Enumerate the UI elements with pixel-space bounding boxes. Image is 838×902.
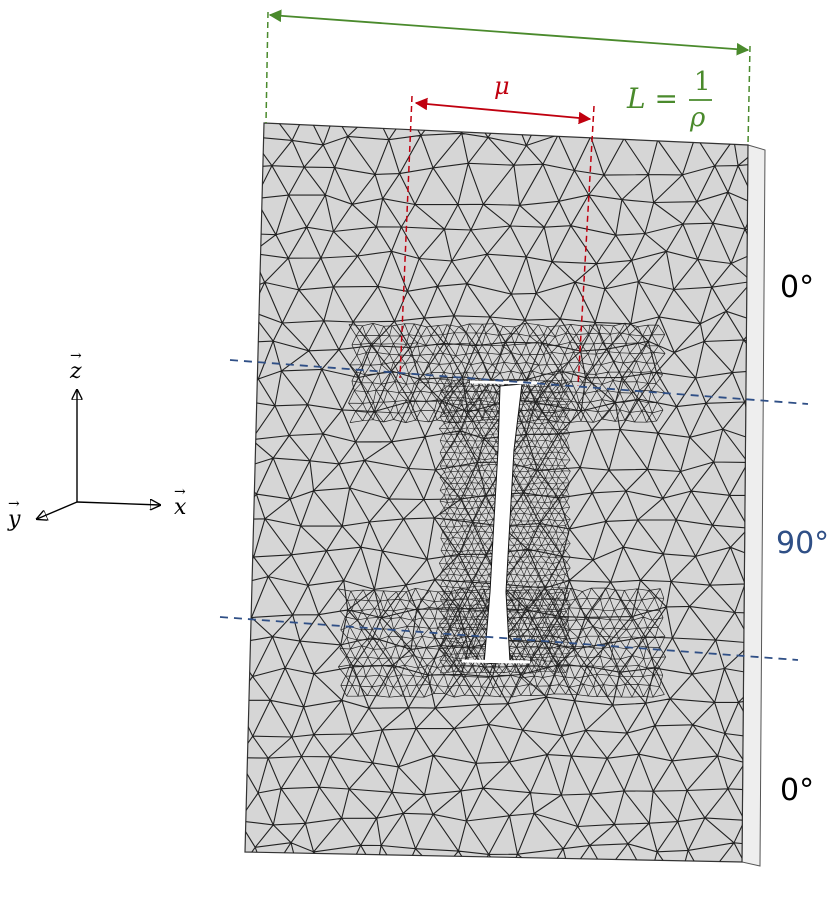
z-axis-vector-mark: → <box>70 348 82 364</box>
mu-left-extension <box>399 95 413 379</box>
x-axis-vector-mark: → <box>174 484 186 500</box>
ply-label-middle: 90° <box>776 526 829 561</box>
y-axis-label: y <box>7 507 21 532</box>
x-axis-label: x <box>174 495 187 520</box>
L-dimension-arrow <box>268 9 750 56</box>
y-axis-arrow <box>37 501 78 519</box>
coordinate-axes: z → x → y → <box>7 348 187 532</box>
L-equation: L = 1 ρ <box>626 67 712 133</box>
crack-bottom-delamination <box>461 659 531 664</box>
L-right-extension <box>747 45 751 146</box>
ply-label-bottom: 0° <box>780 773 814 808</box>
L-equation-denominator: ρ <box>689 103 706 133</box>
L-left-extension <box>265 11 269 124</box>
L-equation-numerator: 1 <box>694 67 711 97</box>
y-axis-vector-mark: → <box>8 496 20 512</box>
upper-interface-line <box>229 359 809 405</box>
mu-dimension-arrow <box>414 97 592 125</box>
x-axis-arrow <box>76 502 160 505</box>
mu-label: μ <box>494 72 510 100</box>
mu-right-extension <box>577 105 595 387</box>
ply-label-top: 0° <box>780 270 814 305</box>
z-axis-label: z <box>69 359 82 384</box>
L-equation-lhs: L = <box>626 82 678 115</box>
lower-interface-line <box>219 616 799 661</box>
